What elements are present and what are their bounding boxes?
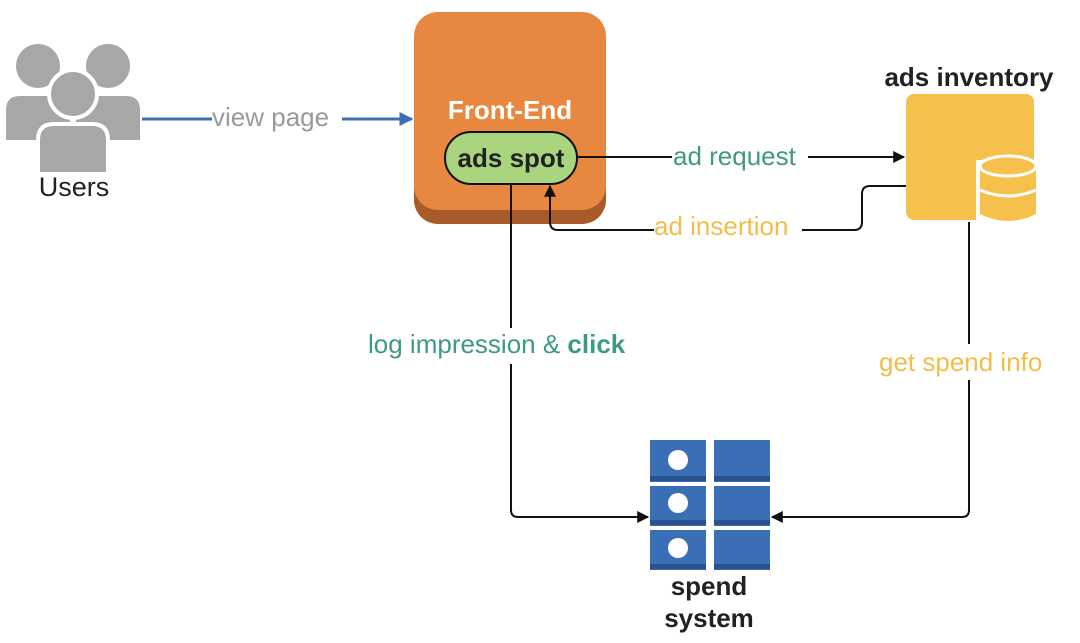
users-icon	[6, 44, 140, 176]
get-spend-info-label: get spend info	[879, 347, 1043, 377]
log-impression-arrow	[510, 184, 650, 523]
front-end-label: Front-End	[447, 95, 573, 125]
log-impression-click-text: click	[567, 329, 626, 359]
ads-inventory-label: ads inventory	[884, 62, 1054, 92]
log-impression-text: log impression &	[368, 329, 568, 359]
spend-system-label-line1: spend	[670, 571, 748, 601]
get-spend-info-arrow	[770, 222, 970, 523]
ads-spot-label: ads spot	[457, 143, 565, 173]
users-label: Users	[38, 172, 110, 202]
ad-insertion-arrow	[544, 184, 906, 231]
server-grid-icon	[650, 440, 770, 570]
ad-insertion-label: ad insertion	[654, 211, 789, 241]
ad-request-label: ad request	[673, 141, 796, 171]
database-icon	[906, 94, 1038, 221]
log-impression-label: log impression & click	[368, 331, 625, 357]
view-page-label: view page	[212, 102, 330, 132]
spend-system-label: spend system	[664, 570, 754, 634]
spend-system-label-line2: system	[664, 603, 754, 633]
